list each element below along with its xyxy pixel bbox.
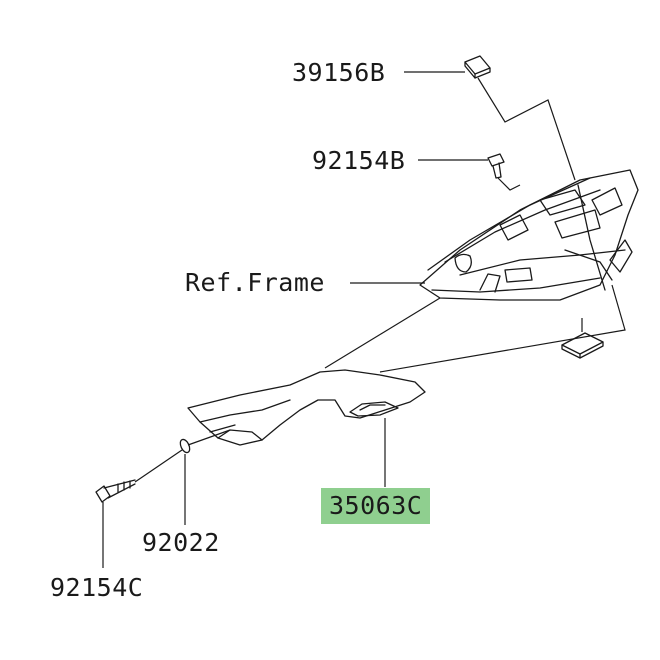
part-label-92022[interactable]: 92022 (142, 528, 220, 557)
bolt-92154B-drawing (487, 153, 505, 179)
cover-35063C-drawing (187, 369, 426, 446)
part-label-35063C[interactable]: 35063C (321, 488, 431, 524)
guide-frame-to-cover (324, 297, 441, 369)
frame-drawing (419, 169, 639, 301)
pad-39156B-drawing (464, 55, 491, 79)
guide-92154B (497, 177, 521, 191)
pad-lower-drawing (561, 332, 604, 359)
part-label-92154C[interactable]: 92154C (50, 573, 144, 602)
guide-cover-to-washer (187, 429, 231, 446)
part-label-39156B[interactable]: 39156B (292, 58, 386, 87)
guide-washer-to-bolt (134, 449, 183, 483)
guide-pad-lower (379, 284, 626, 373)
ref-frame-label: Ref.Frame (185, 268, 325, 297)
part-label-92154B[interactable]: 92154B (312, 146, 406, 175)
bolt-92154C-drawing (95, 479, 136, 503)
guide-39156B (477, 77, 576, 181)
